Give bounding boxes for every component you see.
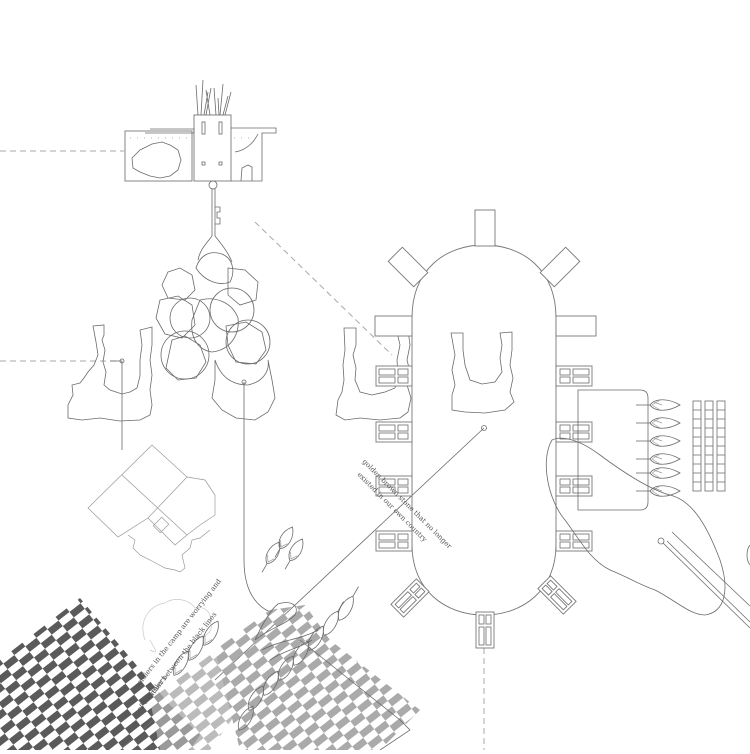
rose-cluster	[155, 235, 276, 421]
door-bottom-center	[475, 611, 495, 649]
window-left-4	[375, 530, 413, 552]
window-left-3	[375, 475, 413, 497]
window-left-2	[375, 421, 413, 443]
window-right-1	[555, 365, 593, 387]
paving-light	[215, 602, 420, 751]
door-bottom-left	[390, 578, 430, 618]
window-right-3	[555, 475, 593, 497]
path-line	[243, 420, 271, 613]
door-bottom-right	[537, 575, 577, 615]
tree-column	[636, 399, 681, 497]
ruined-house	[87, 444, 216, 573]
top-building	[124, 79, 277, 182]
tree-group-upper	[261, 526, 304, 573]
u-shape-center	[335, 327, 412, 421]
window-right-4	[555, 530, 593, 552]
cloud-sketch	[142, 599, 212, 653]
u-shape-left	[67, 324, 153, 450]
guide-lines	[0, 150, 485, 750]
window-left-1	[375, 365, 413, 387]
hall-windows	[375, 365, 593, 649]
seat-grid	[692, 400, 726, 492]
tree-group-lower	[172, 586, 359, 731]
window-right-2	[555, 421, 593, 443]
key-icon	[208, 180, 221, 236]
oval-hall	[214, 209, 597, 681]
right-annex	[577, 389, 726, 511]
lake-outline	[545, 437, 750, 629]
